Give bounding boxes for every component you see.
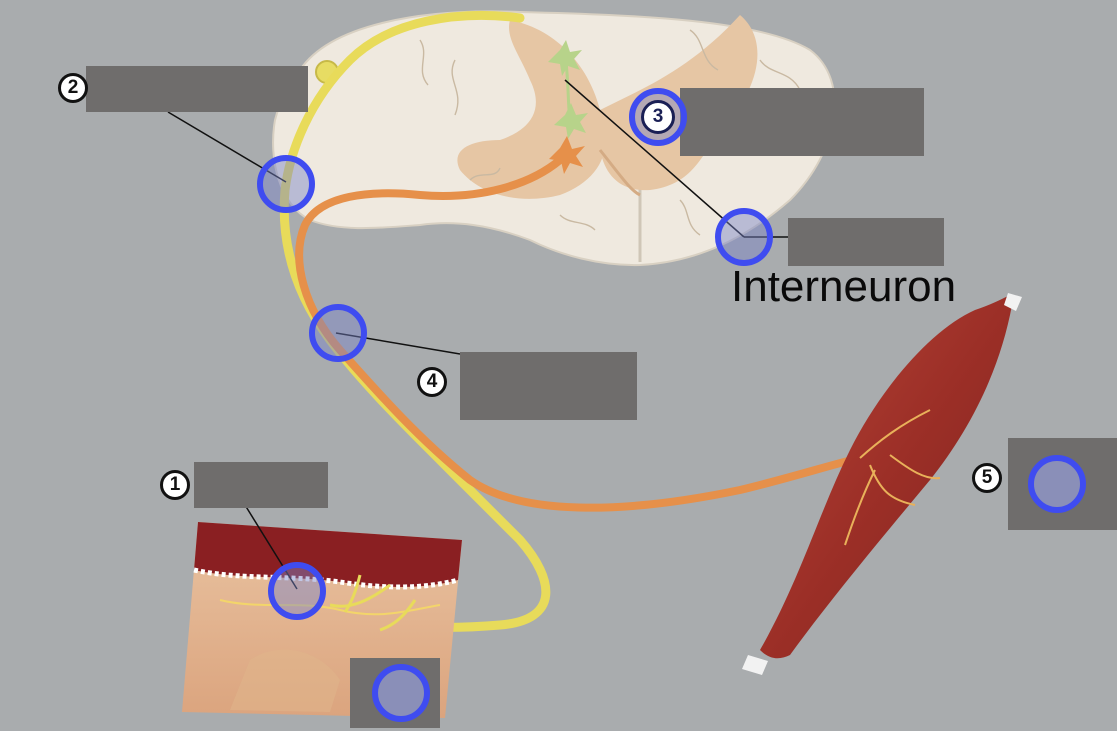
- hotspot-effector[interactable]: [1028, 455, 1086, 513]
- hotspot-3-label: 3: [641, 100, 675, 134]
- neuron-cell-bodies: [548, 40, 588, 174]
- hotspot-spinal-nerve[interactable]: [309, 304, 367, 362]
- badge-1: 1: [160, 470, 190, 500]
- hotspot-interneuron[interactable]: [715, 208, 773, 266]
- label-box-interneuron[interactable]: [788, 218, 944, 266]
- label-box-4[interactable]: [460, 352, 637, 420]
- hotspot-dorsal-root[interactable]: [257, 155, 315, 213]
- hotspot-3[interactable]: 3: [629, 88, 687, 146]
- badge-4: 4: [417, 367, 447, 397]
- interneuron-label: Interneuron: [731, 262, 957, 311]
- skeletal-muscle: [742, 293, 1022, 675]
- motor-neuron-path: [295, 156, 864, 512]
- label-box-2[interactable]: [86, 66, 308, 112]
- label-box-1[interactable]: [194, 462, 328, 508]
- hotspot-receptor[interactable]: [268, 562, 326, 620]
- hotspot-3-number: 3: [635, 94, 681, 140]
- badge-5: 5: [972, 463, 1002, 493]
- badge-2: 2: [58, 73, 88, 103]
- label-box-3[interactable]: [680, 88, 924, 156]
- hotspot-bottom[interactable]: [372, 664, 430, 722]
